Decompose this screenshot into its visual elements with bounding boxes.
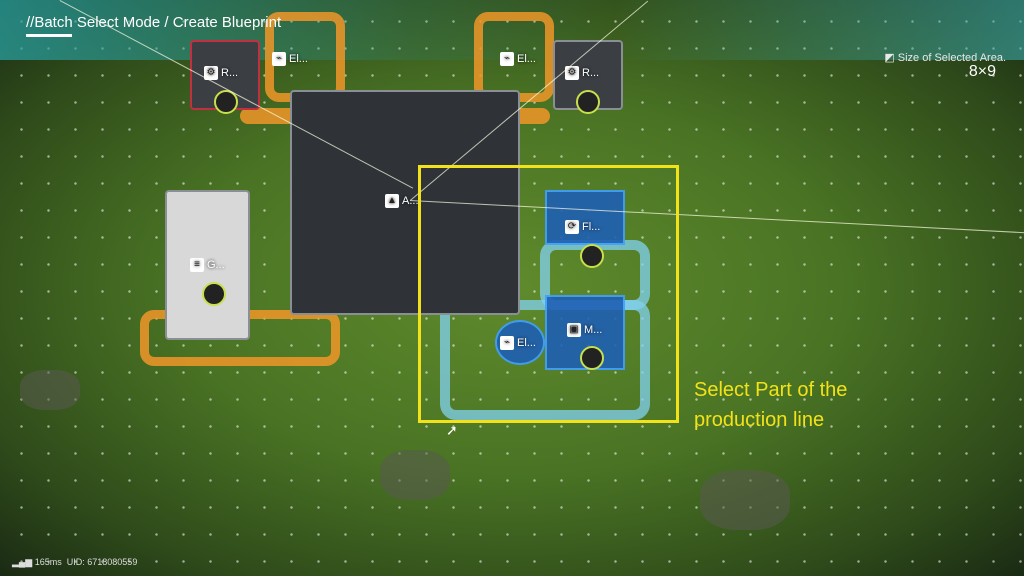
machine-label: ⌁El... xyxy=(272,52,308,66)
machine-label: ▣M... xyxy=(567,323,602,337)
pylon-icon: ⌁ xyxy=(500,336,514,350)
machine-filler[interactable] xyxy=(545,190,625,245)
rock xyxy=(700,470,790,530)
resize-icon: ◩ xyxy=(884,52,898,64)
filler-icon: ⟳ xyxy=(565,220,579,234)
rock xyxy=(20,370,80,410)
machine-label: ⌁El... xyxy=(500,336,536,350)
machine-label: ⟳Fl... xyxy=(565,220,600,234)
machine-core[interactable] xyxy=(290,90,520,315)
refinery-icon: ⚙ xyxy=(565,66,579,80)
cursor-icon: ➚ xyxy=(446,422,458,438)
selection-box[interactable] xyxy=(418,165,679,423)
signal-icon: ▂▄▆ xyxy=(12,557,35,567)
machine-label: ⚙R... xyxy=(565,66,599,80)
refinery-icon: ⚙ xyxy=(204,66,218,80)
product-icon xyxy=(580,346,604,370)
product-icon xyxy=(580,244,604,268)
header-glow xyxy=(0,0,1024,60)
machine-label: ⌁El... xyxy=(500,52,536,66)
machine-label: ⚙R... xyxy=(204,66,238,80)
rock xyxy=(380,450,450,500)
selected-area-label: ◩ Size of Selected Area. xyxy=(884,52,1006,64)
grinder-icon: ≡ xyxy=(190,258,204,272)
pylon-icon: ⌁ xyxy=(272,52,286,66)
selected-area-size: 8×9 xyxy=(968,63,996,80)
status-bar: ▂▄▆ 165ms UID: 6718080559 xyxy=(12,557,138,567)
product-icon xyxy=(202,282,226,306)
page-title: //Batch Select Mode / Create Blueprint xyxy=(26,14,282,31)
product-icon xyxy=(576,90,600,114)
title-underline xyxy=(26,34,72,37)
machine-grinder[interactable] xyxy=(165,190,250,340)
core-icon: ▲ xyxy=(385,194,399,208)
machine-label: ≡G... xyxy=(190,258,225,272)
moulder-icon: ▣ xyxy=(567,323,581,337)
pylon-icon: ⌁ xyxy=(500,52,514,66)
